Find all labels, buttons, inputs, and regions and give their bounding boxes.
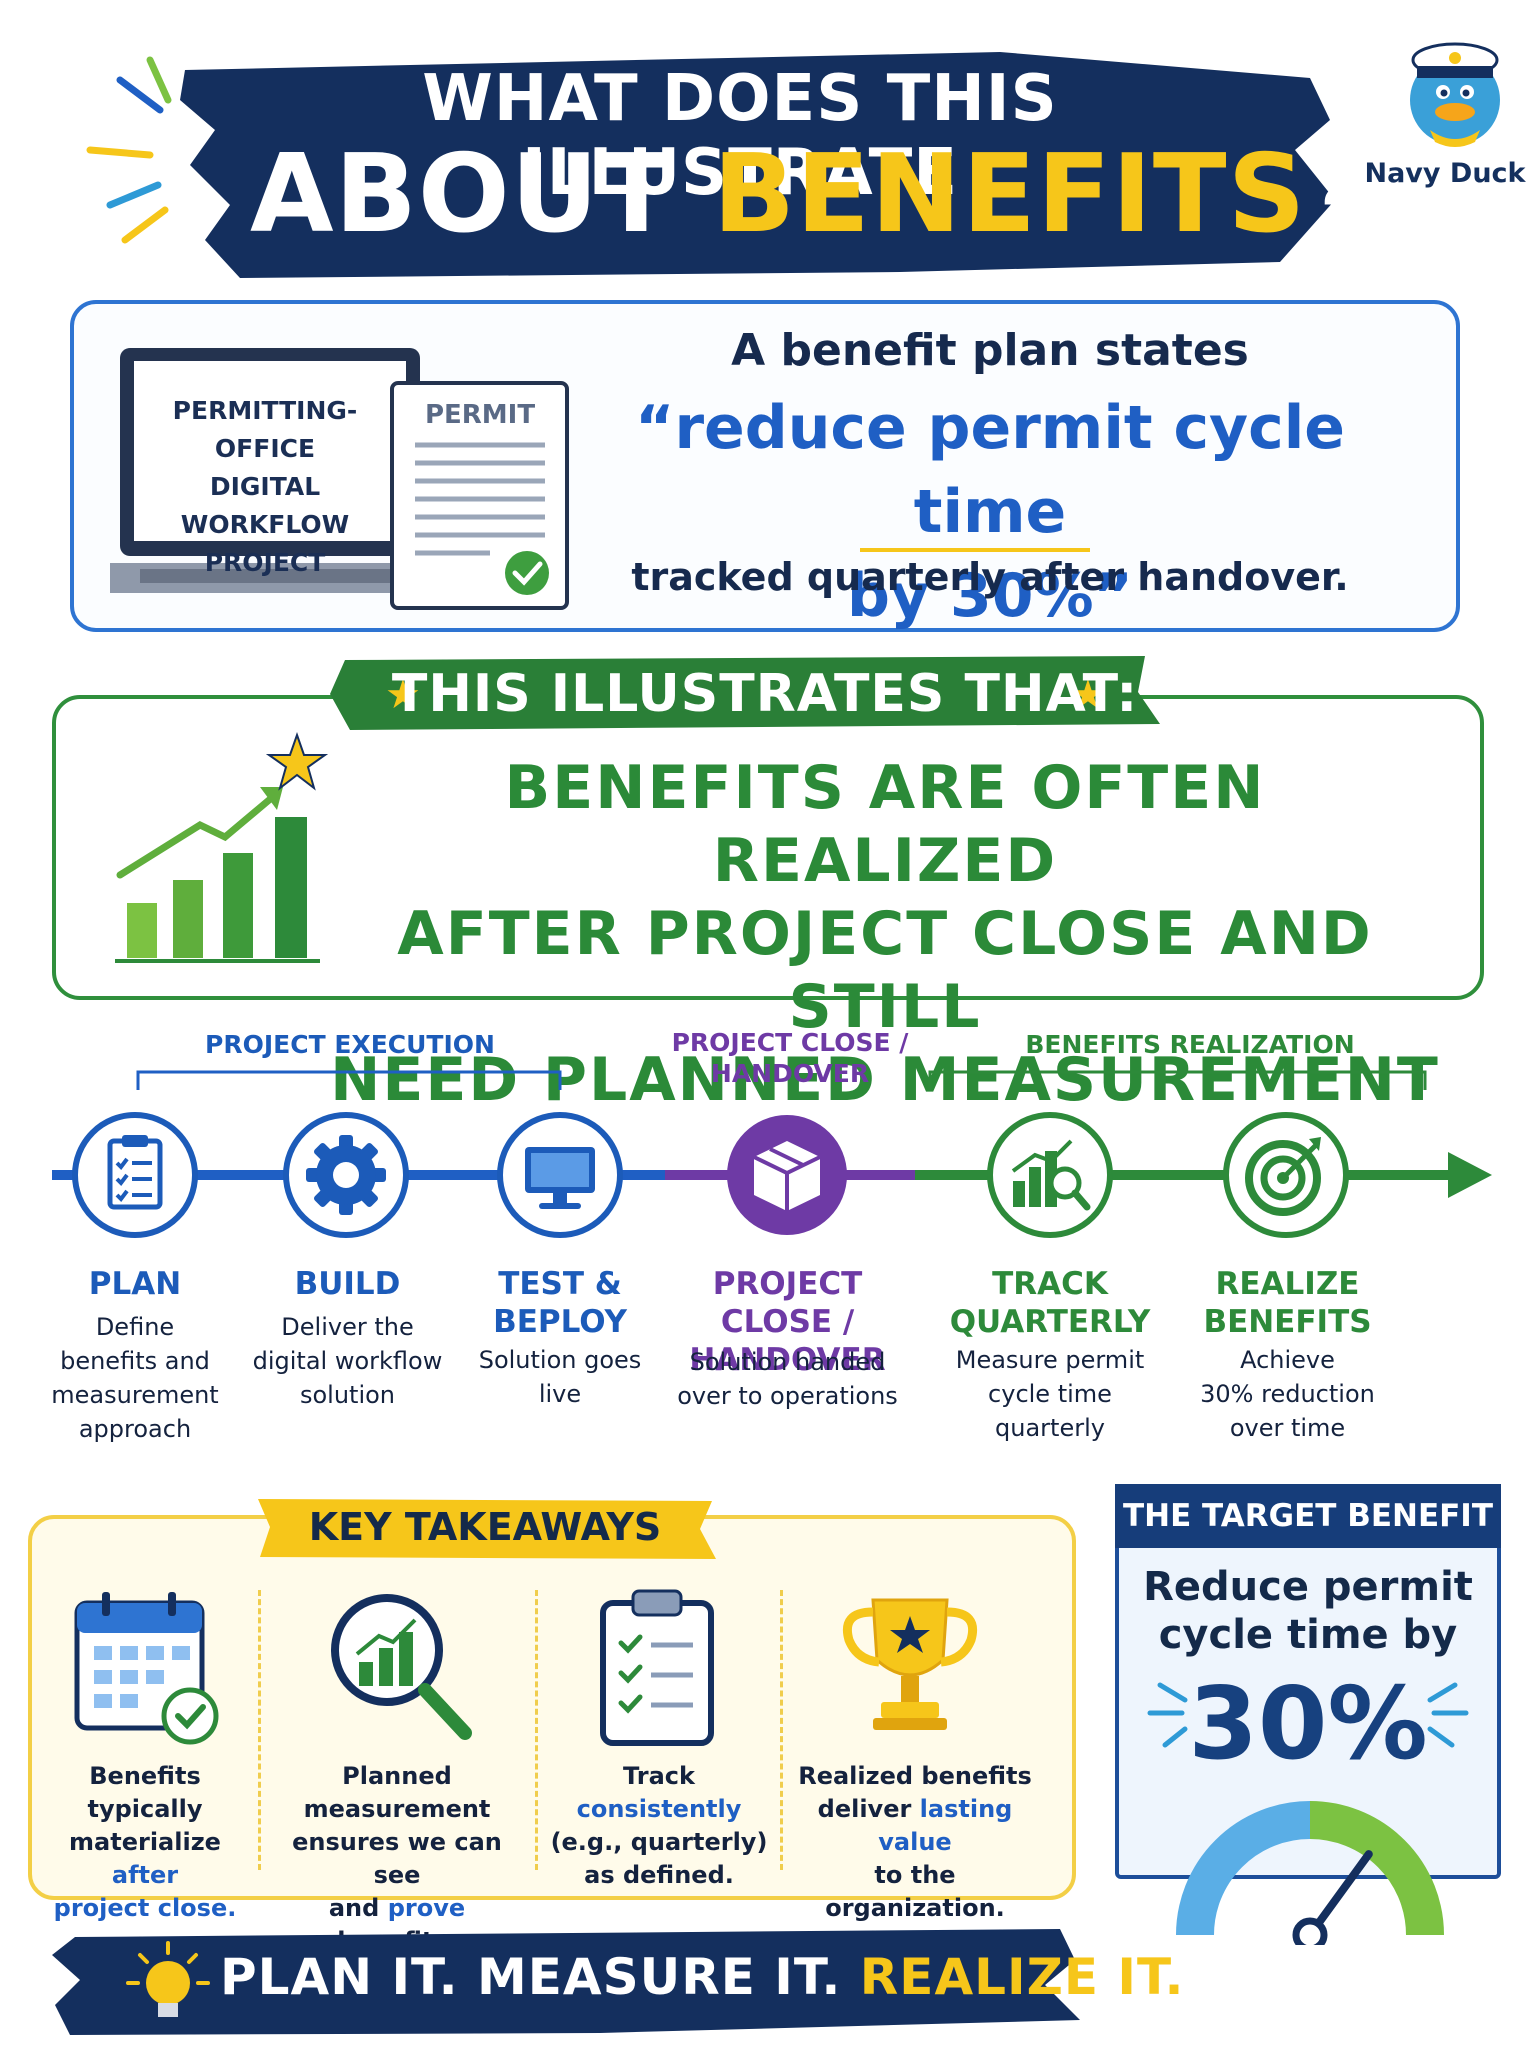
- target-benefit-percent: 30%: [1188, 1665, 1428, 1782]
- permit-document-title: PERMIT: [424, 400, 536, 430]
- growth-chart-icon: [115, 731, 329, 963]
- plan-clipboard-icon: [72, 1112, 198, 1238]
- svg-text:★: ★: [1070, 672, 1106, 718]
- takeaway-divider: [535, 1590, 538, 1870]
- step-title-handover: PROJECT CLOSE /HANDOVER: [689, 1266, 886, 1378]
- step-title-test-deploy: TEST &BEPLOY: [493, 1266, 627, 1340]
- phase-label-realization: BENEFITS REALIZATION: [1025, 1030, 1355, 1059]
- magnifier-chart-icon: [331, 1594, 472, 1740]
- quote-underline: [860, 548, 1090, 552]
- illustrates-ribbon: ★ ★: [330, 656, 1160, 730]
- target-gauge: [1176, 1801, 1444, 1945]
- takeaway-divider: [780, 1590, 783, 1870]
- header-title-accent: BENEFITS: [712, 132, 1307, 257]
- header-title-line1: WHAT DOES THIS ILLUSTRATE: [422, 62, 1058, 210]
- takeaways-title: KEY TAKEAWAYS: [308, 1505, 662, 1549]
- header-banner: [86, 52, 1335, 278]
- takeaway-divider: [258, 1590, 261, 1870]
- scenario-quote: “reduce permit cycle time by 30%”: [635, 393, 1345, 631]
- track-chart-magnifier-icon: [987, 1112, 1113, 1238]
- takeaways-ribbon: [258, 1499, 716, 1559]
- takeaway-text-3: Track consistently (e.g., quarterly) as …: [550, 1762, 768, 1889]
- step-title-build: BUILD: [294, 1266, 401, 1302]
- footer-slogan-accent: REALIZE IT.: [859, 1948, 1185, 2006]
- takeaway-text-1: Benefits typically materialize after pro…: [53, 1762, 237, 1922]
- test-deploy-monitor-icon: [497, 1112, 623, 1238]
- calendar-check-icon: [74, 1592, 219, 1745]
- navy-duck-mascot-icon: [1410, 42, 1500, 147]
- phase-label-close: PROJECT CLOSE / HANDOVER: [671, 1028, 909, 1088]
- illustrates-statement: BENEFITS ARE OFTEN REALIZED AFTER PROJEC…: [330, 753, 1440, 1115]
- checklist-icon: [600, 1589, 714, 1746]
- illustrates-ribbon-text: THIS ILLUSTRATES THAT:: [391, 664, 1139, 724]
- mascot-name: Navy Duck: [1364, 158, 1526, 189]
- footer-banner: [52, 1929, 1080, 2035]
- trophy-icon: [843, 1598, 977, 1730]
- build-gear-icon: [283, 1112, 409, 1238]
- handover-package-icon: [727, 1115, 847, 1235]
- target-sparkle-icon: [1147, 1682, 1469, 1748]
- scenario-tracking-note: tracked quarterly after handover.: [631, 555, 1349, 599]
- header-title-line2: ABOUT BENEFITS?: [250, 132, 1371, 257]
- target-benefit-text: Reduce permit cycle time by: [1143, 1564, 1473, 1658]
- footer-slogan: PLAN IT. MEASURE IT. REALIZE IT.: [220, 1948, 1185, 2006]
- step-title-plan: PLAN: [88, 1266, 182, 1302]
- realize-target-icon: [1223, 1112, 1349, 1238]
- laptop-permit-illustration: [110, 348, 569, 610]
- target-benefit-heading: THE TARGET BENEFIT: [1115, 1484, 1501, 1548]
- takeaway-text-4: Realized benefits deliver lasting value …: [798, 1762, 1032, 1922]
- scenario-statement-intro: A benefit plan states: [731, 325, 1249, 376]
- laptop-screen-text: PERMITTING-OFFICE DIGITAL WORKFLOW PROJE…: [172, 396, 358, 577]
- svg-text:★: ★: [385, 672, 421, 718]
- phase-label-execution: PROJECT EXECUTION: [205, 1030, 495, 1059]
